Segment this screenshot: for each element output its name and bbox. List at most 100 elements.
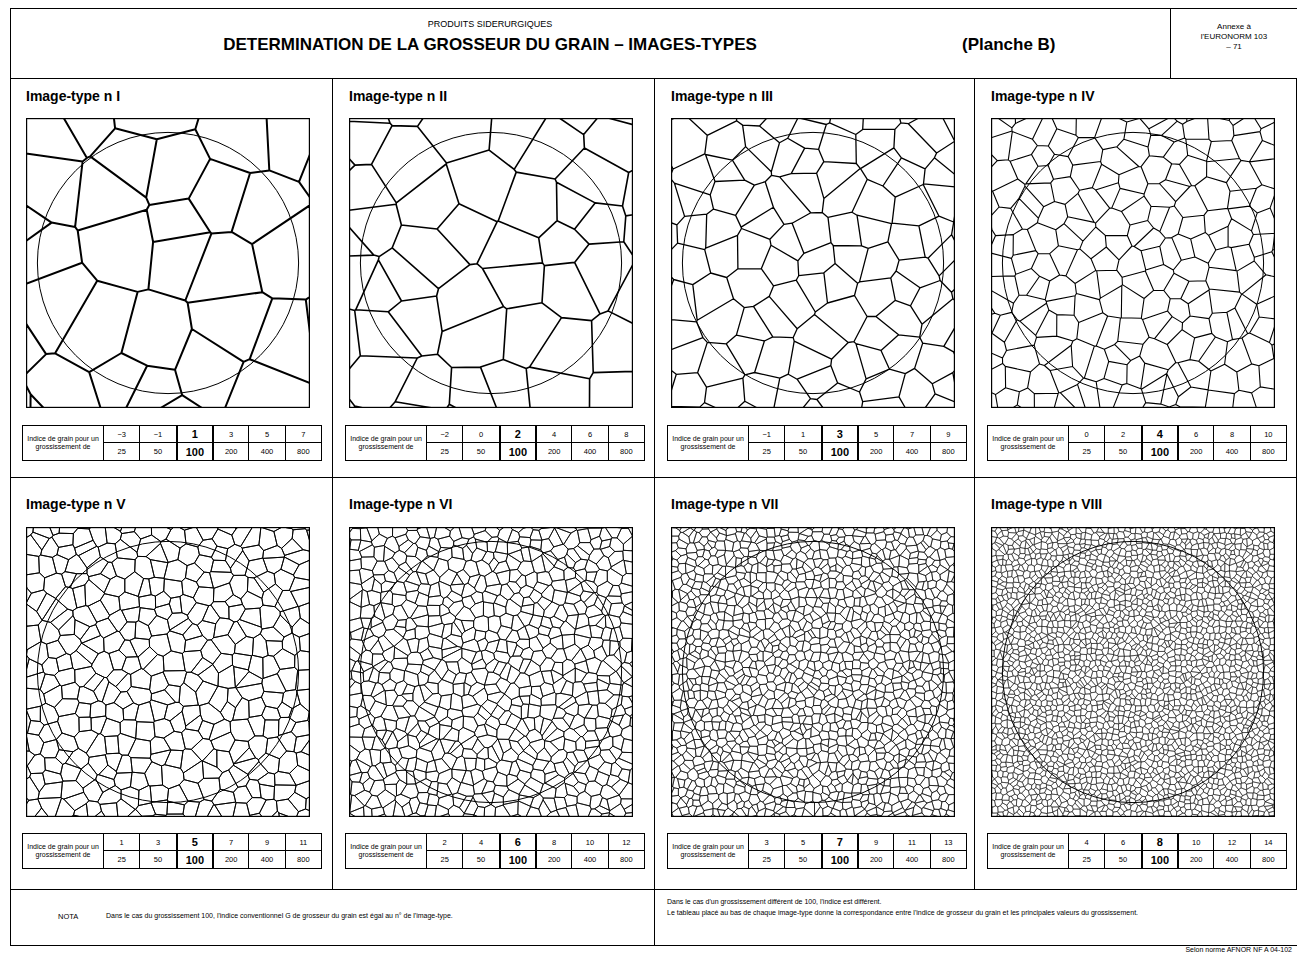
table-header: Indice de grain pour un grossissement de [671, 843, 745, 860]
table-cell: 7 [285, 426, 321, 443]
table-cell: 9 [930, 426, 966, 443]
table-value: 50 [477, 855, 485, 864]
table-cell: 200 [857, 443, 893, 460]
table-header-cell: Indice de grain pour un grossissement de [346, 426, 426, 460]
grain-index-table: Indice de grain pour un grossissement de… [345, 833, 645, 869]
table-cell: 400 [893, 443, 929, 460]
table-cell: 200 [1177, 443, 1213, 460]
table-value: 200 [225, 855, 238, 864]
table-value: 0 [1085, 430, 1089, 439]
table-value: 1 [801, 430, 805, 439]
table-header-cell: Indice de grain pour un grossissement de [346, 834, 426, 868]
table-header: Indice de grain pour un grossissement de [349, 843, 423, 860]
measuring-circle [37, 132, 298, 393]
table-cell: 25 [426, 851, 462, 868]
grain-boundaries [671, 118, 955, 408]
image-frame [992, 528, 1275, 817]
grain-boundaries [991, 527, 1275, 817]
table-value: 3 [837, 428, 843, 440]
micrograph [671, 527, 955, 817]
table-cell: 1 [103, 834, 139, 851]
table-cell: 25 [1068, 851, 1104, 868]
table-value: 800 [1262, 447, 1275, 456]
table-value: 50 [154, 855, 162, 864]
table-value: 800 [1262, 855, 1275, 864]
table-cell: 200 [535, 443, 571, 460]
table-value: 7 [910, 430, 914, 439]
table-cell: 3 [821, 426, 857, 443]
table-cell: −2 [426, 426, 462, 443]
table-value: 200 [1190, 855, 1203, 864]
table-cell: −1 [139, 426, 175, 443]
note-text: Dans le cas du grossissement 100, l'indi… [106, 912, 636, 919]
table-cell: 100 [1141, 851, 1177, 868]
standard-note: Selon norme AFNOR NF A 04-102 [960, 946, 1292, 953]
table-cell: 1 [784, 426, 820, 443]
table-value: 12 [622, 838, 630, 847]
table-cell: 50 [139, 443, 175, 460]
table-value: 7 [301, 430, 305, 439]
table-header-cell: Indice de grain pour un grossissement de [988, 426, 1068, 460]
table-header: Indice de grain pour un grossissement de [671, 435, 745, 452]
table-value: 25 [117, 855, 125, 864]
table-cell: 4 [462, 834, 498, 851]
table-cell: 800 [930, 851, 966, 868]
image-panel: Image-type n VIIndice de grain pour un g… [333, 478, 655, 890]
table-value: 400 [261, 855, 274, 864]
table-cell: 200 [1177, 851, 1213, 868]
table-value: 200 [548, 447, 561, 456]
table-value: 100 [186, 854, 204, 866]
table-cell: 200 [212, 851, 248, 868]
table-value: 9 [874, 838, 878, 847]
table-cell: 25 [748, 443, 784, 460]
table-cell: 12 [1213, 834, 1249, 851]
table-cell: 200 [857, 851, 893, 868]
micrograph [349, 118, 633, 408]
table-value: 1 [192, 428, 198, 440]
table-value: 6 [1121, 838, 1125, 847]
image-panel: Image-type n VIIIIndice de grain pour un… [975, 478, 1297, 890]
measuring-circle [1002, 541, 1263, 802]
table-cell: 14 [1250, 834, 1286, 851]
table-cell: 2 [426, 834, 462, 851]
table-cell: 50 [1104, 443, 1140, 460]
micrograph-holder [26, 118, 310, 408]
table-cell: 25 [103, 443, 139, 460]
table-value: 4 [479, 838, 483, 847]
table-value: 800 [942, 447, 955, 456]
table-value: 50 [799, 447, 807, 456]
table-header: Indice de grain pour un grossissement de [349, 435, 423, 452]
note-heading: NOTA [58, 912, 78, 921]
table-cell: 800 [1250, 851, 1286, 868]
table-value: 200 [870, 447, 883, 456]
micrograph [991, 527, 1275, 817]
table-value: 10 [586, 838, 594, 847]
table-value: 200 [225, 447, 238, 456]
image-panel: Image-type n VIndice de grain pour un gr… [10, 478, 333, 890]
table-value: 5 [265, 430, 269, 439]
table-value: 800 [297, 855, 310, 864]
table-cell: 10 [1250, 426, 1286, 443]
table-cell: 2 [1104, 426, 1140, 443]
table-header: Indice de grain pour un grossissement de [991, 435, 1065, 452]
table-value: 800 [620, 447, 633, 456]
table-value: 6 [1194, 430, 1198, 439]
table-cell: 200 [535, 851, 571, 868]
table-cell: 100 [499, 851, 535, 868]
table-cell: 100 [821, 851, 857, 868]
table-value: 25 [1082, 855, 1090, 864]
table-value: 9 [946, 430, 950, 439]
table-cell: 50 [139, 851, 175, 868]
table-header: Indice de grain pour un grossissement de [26, 435, 100, 452]
image-frame [27, 119, 310, 408]
table-cell: 50 [1104, 851, 1140, 868]
panel-title: Image-type n VIII [991, 496, 1102, 512]
table-value: −1 [154, 430, 163, 439]
table-cell: 800 [285, 443, 321, 460]
table-cell: 25 [426, 443, 462, 460]
table-value: 50 [154, 447, 162, 456]
table-cell: 3 [748, 834, 784, 851]
table-cell: 100 [176, 851, 212, 868]
grain-index-table: Indice de grain pour un grossissement de… [22, 833, 322, 869]
annex-box: Annexe à l'EURONORM 103 – 71 [1170, 8, 1297, 78]
